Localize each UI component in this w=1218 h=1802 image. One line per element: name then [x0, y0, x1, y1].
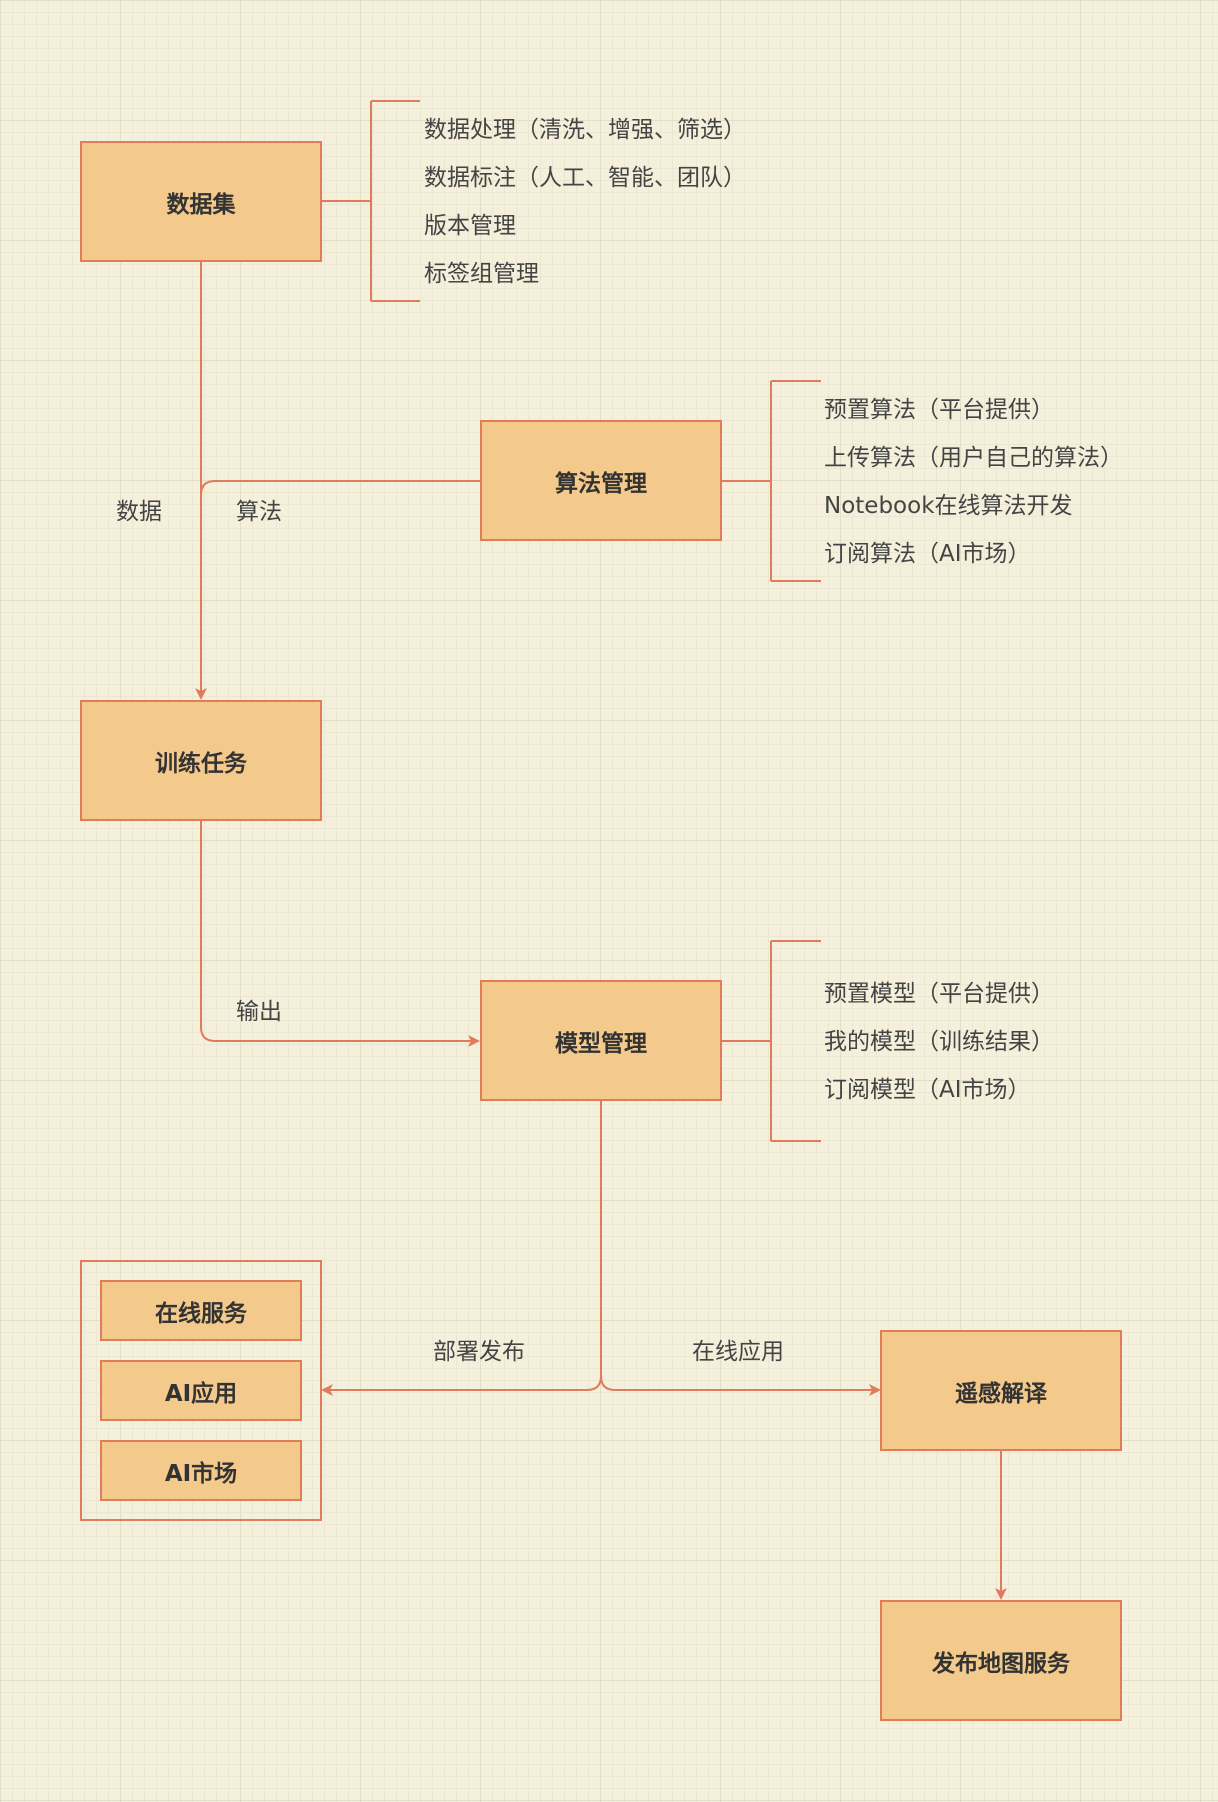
algorithm-feature-item: 预置算法（平台提供）	[824, 397, 1054, 423]
node-algorithm[interactable]: 算法管理	[480, 420, 722, 541]
edge-label-data: 数据	[116, 499, 162, 525]
edge-label-output: 输出	[236, 999, 282, 1025]
deploy-target-label: 在线服务	[155, 1300, 247, 1327]
brace-dataset	[321, 100, 420, 302]
algorithm-feature-item: 订阅算法（AI市场）	[824, 541, 1031, 567]
deploy-target-ai-app[interactable]: AI应用	[100, 1360, 302, 1421]
deploy-target-label: AI市场	[164, 1460, 238, 1487]
brace-algorithm	[721, 380, 821, 582]
edge-model-deploy	[321, 1375, 602, 1396]
edge-algorithm-merge	[200, 480, 480, 496]
node-algorithm-label: 算法管理	[555, 470, 647, 497]
node-remote-sensing-label: 遥感解译	[955, 1380, 1047, 1407]
model-feature-item: 预置模型（平台提供）	[824, 981, 1054, 1007]
model-feature-item: 订阅模型（AI市场）	[824, 1077, 1031, 1103]
edge-label-online-app: 在线应用	[692, 1339, 784, 1365]
brace-model	[721, 940, 821, 1142]
node-model[interactable]: 模型管理	[480, 980, 722, 1101]
algorithm-feature-item: Notebook在线算法开发	[824, 493, 1073, 519]
node-training-label: 训练任务	[155, 750, 247, 777]
node-dataset-label: 数据集	[166, 191, 236, 218]
node-remote-sensing[interactable]: 遥感解译	[880, 1330, 1122, 1451]
node-model-label: 模型管理	[555, 1030, 647, 1057]
model-feature-item: 我的模型（训练结果）	[824, 1029, 1054, 1055]
dataset-feature-item: 数据标注（人工、智能、团队）	[424, 165, 746, 191]
deploy-target-label: AI应用	[164, 1380, 238, 1407]
dataset-feature-item: 数据处理（清洗、增强、筛选）	[424, 117, 746, 143]
edge-label-deploy: 部署发布	[433, 1339, 525, 1365]
node-training[interactable]: 训练任务	[80, 700, 322, 821]
deploy-target-online-service[interactable]: 在线服务	[100, 1280, 302, 1341]
node-publish-map[interactable]: 发布地图服务	[880, 1600, 1122, 1721]
edge-label-algo: 算法	[236, 499, 282, 525]
deploy-targets-group	[80, 1260, 322, 1521]
edge-model-remote	[600, 1375, 881, 1396]
deploy-target-ai-market[interactable]: AI市场	[100, 1440, 302, 1501]
dataset-feature-item: 标签组管理	[424, 261, 539, 287]
node-publish-map-label: 发布地图服务	[932, 1650, 1070, 1677]
dataset-feature-item: 版本管理	[424, 213, 516, 239]
edge-training-model	[200, 821, 480, 1047]
algorithm-feature-item: 上传算法（用户自己的算法）	[824, 445, 1123, 471]
node-dataset[interactable]: 数据集	[80, 141, 322, 262]
